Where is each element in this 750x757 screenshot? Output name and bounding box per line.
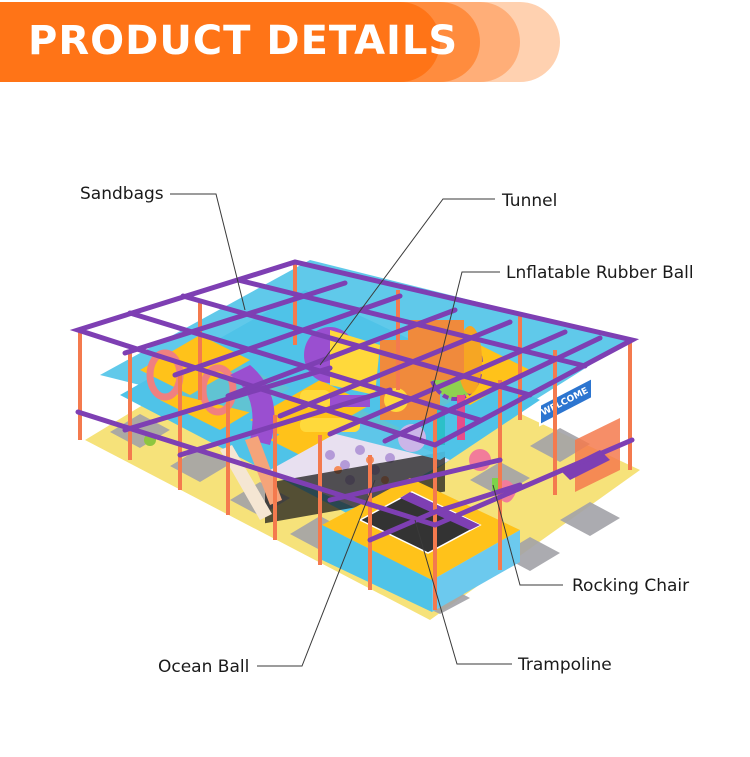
product-details-banner: PRODUCT DETAILS	[0, 0, 600, 84]
callout-sandbags: Sandbags	[80, 184, 164, 204]
callout-leader-lines	[170, 193, 563, 667]
trampoline-leader	[414, 519, 512, 665]
inflatable-rubber-ball-leader	[419, 271, 500, 441]
callout-tunnel: Tunnel	[502, 191, 558, 211]
callout-trampoline: Trampoline	[518, 655, 612, 675]
banner-title: PRODUCT DETAILS	[28, 18, 459, 64]
purple-frame	[69, 259, 640, 543]
callout-ocean-ball: Ocean Ball	[158, 657, 250, 677]
sandbags-leader	[170, 193, 246, 311]
banner-background	[0, 2, 560, 82]
rocking-chair-leader	[492, 484, 563, 586]
callout-rocking-chair: Rocking Chair	[572, 576, 690, 596]
tunnel-leader	[319, 198, 495, 366]
callout-inflatable-rubber-ball: Lnflatable Rubber Ball	[506, 263, 694, 283]
ocean-ball-leader	[257, 479, 376, 667]
